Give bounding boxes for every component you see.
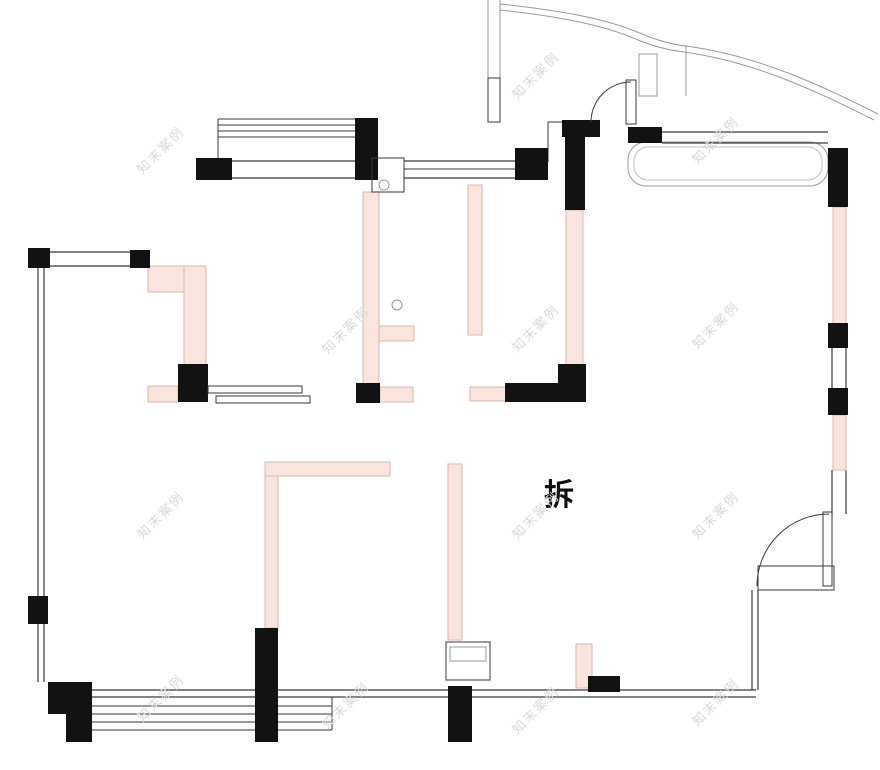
demolish-label: 拆 — [544, 479, 575, 512]
doors — [207, 79, 833, 587]
curved-cabinet-region — [627, 141, 829, 187]
exterior-curve-lines — [487, 0, 879, 123]
wall-and-window-lines — [37, 118, 847, 731]
balcony-door — [756, 511, 833, 587]
entrance-door — [590, 79, 637, 125]
ceiling-point-symbol — [391, 299, 403, 311]
structural-walls — [28, 118, 848, 742]
demolition-walls — [147, 184, 847, 689]
sliding-door — [207, 385, 311, 404]
shaft-box — [445, 641, 491, 681]
meter-box — [371, 157, 405, 193]
fixtures — [371, 157, 491, 681]
